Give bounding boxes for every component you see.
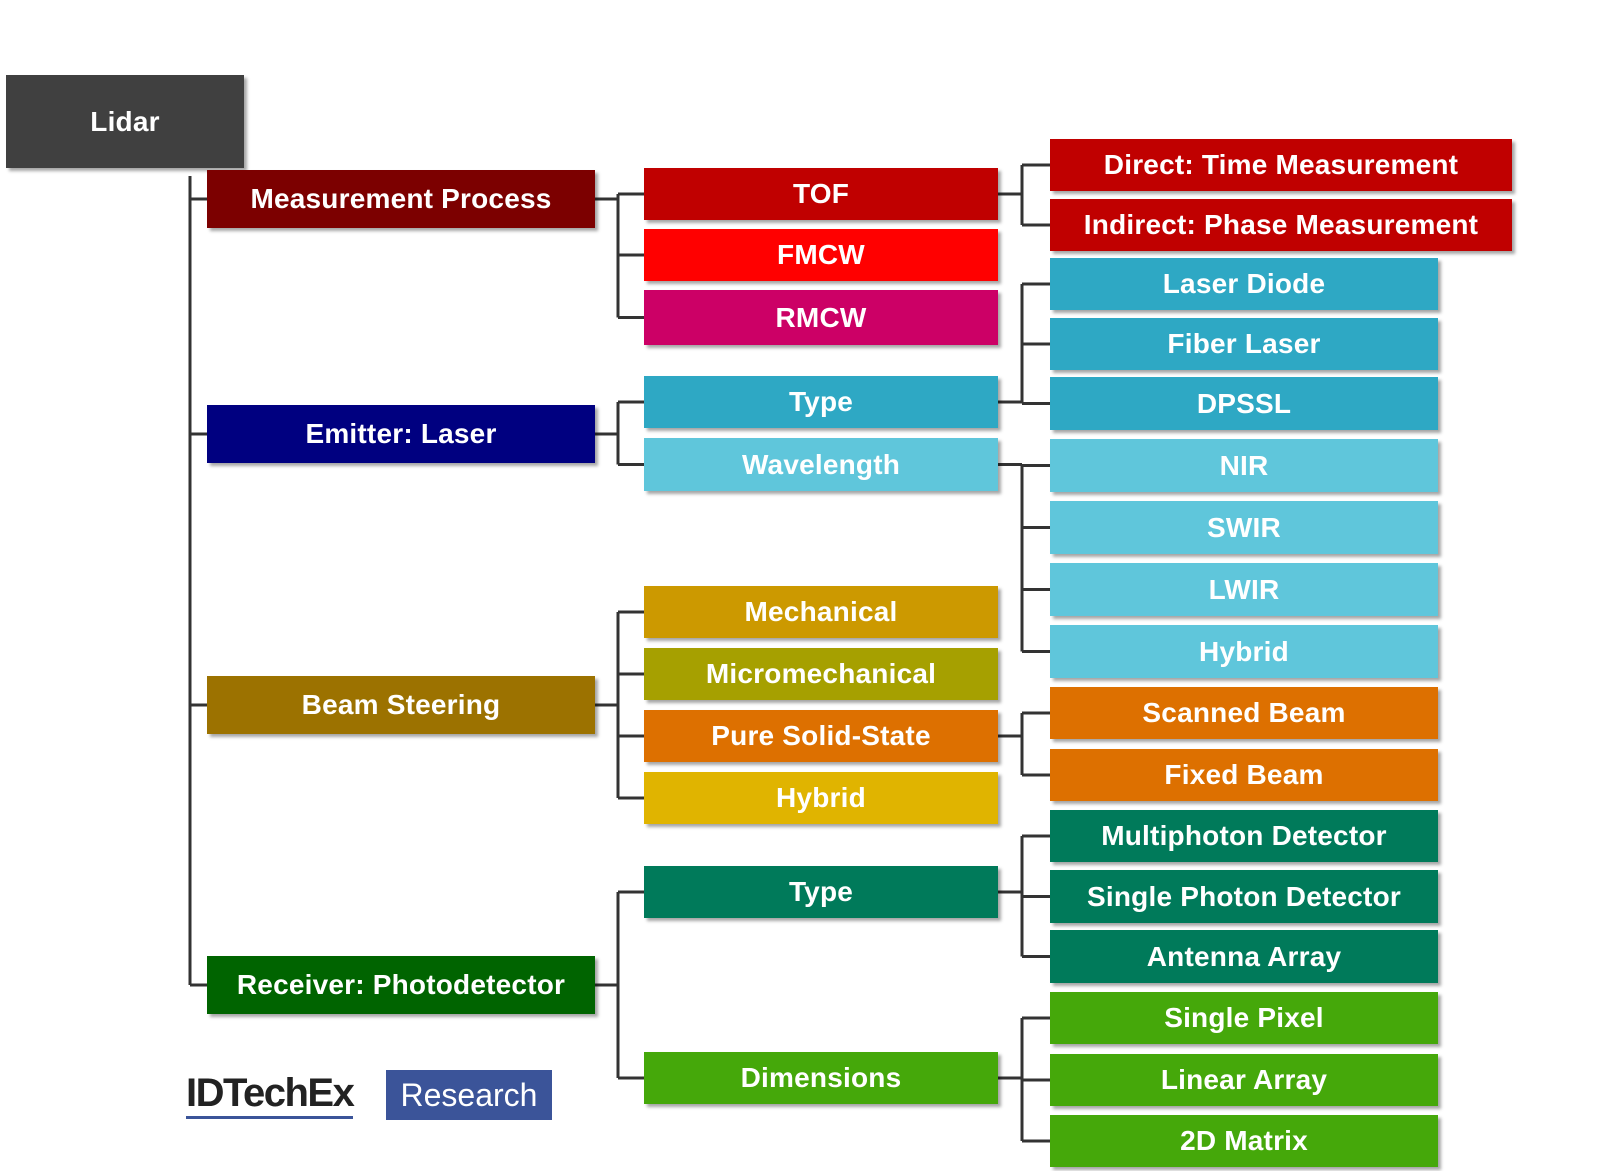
node-fiber-laser: Fiber Laser (1050, 318, 1438, 370)
node-mechanical: Mechanical (644, 586, 998, 638)
node-dimensions: Dimensions (644, 1052, 998, 1104)
node-laser-diode: Laser Diode (1050, 258, 1438, 310)
node-wavelength: Wavelength (644, 438, 998, 491)
node-dpssl: DPSSL (1050, 377, 1438, 430)
node-emitter-laser: Emitter: Laser (207, 405, 595, 463)
node-multiphoton-detector: Multiphoton Detector (1050, 810, 1438, 862)
node-scanned-beam: Scanned Beam (1050, 687, 1438, 739)
node-tof: TOF (644, 168, 998, 220)
node-emitter-type: Type (644, 376, 998, 428)
node-fixed-beam: Fixed Beam (1050, 749, 1438, 801)
node-2d-matrix: 2D Matrix (1050, 1115, 1438, 1167)
node-micromechanical: Micromechanical (644, 648, 998, 700)
node-antenna-array: Antenna Array (1050, 930, 1438, 983)
node-lidar: Lidar (6, 75, 244, 168)
node-beam-steering-hybrid: Hybrid (644, 772, 998, 824)
logo-tag-text: Research (386, 1070, 552, 1120)
node-beam-steering: Beam Steering (207, 676, 595, 734)
node-rmcw: RMCW (644, 290, 998, 345)
node-single-photon-detector: Single Photon Detector (1050, 870, 1438, 923)
node-swir: SWIR (1050, 501, 1438, 554)
node-indirect-phase-measurement: Indirect: Phase Measurement (1050, 199, 1512, 251)
node-pure-solid-state: Pure Solid-State (644, 710, 998, 762)
node-wavelength-hybrid: Hybrid (1050, 625, 1438, 678)
node-fmcw: FMCW (644, 229, 998, 281)
node-measurement-process: Measurement Process (207, 170, 595, 228)
node-linear-array: Linear Array (1050, 1054, 1438, 1106)
node-nir: NIR (1050, 439, 1438, 492)
node-receiver-photodetector: Receiver: Photodetector (207, 956, 595, 1014)
node-direct-time-measurement: Direct: Time Measurement (1050, 139, 1512, 191)
node-receiver-type: Type (644, 866, 998, 918)
node-single-pixel: Single Pixel (1050, 992, 1438, 1044)
logo-brand-text: IDTechEx (186, 1070, 355, 1119)
node-lwir: LWIR (1050, 563, 1438, 616)
